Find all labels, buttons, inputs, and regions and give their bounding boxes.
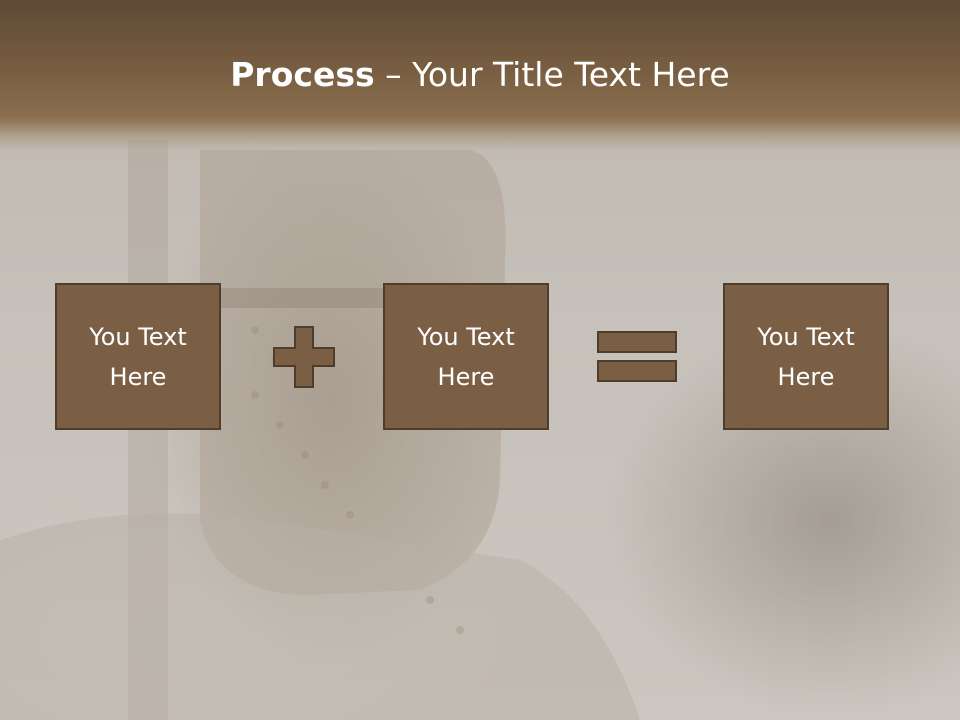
- process-box-1: You Text Here: [55, 283, 221, 430]
- title-bold-part: Process: [230, 55, 375, 94]
- process-box-2: You Text Here: [383, 283, 549, 430]
- title-rest-part: – Your Title Text Here: [374, 55, 730, 94]
- process-box-3-label: You Text Here: [757, 322, 855, 391]
- plus-icon: [273, 326, 335, 388]
- process-box-2-label: You Text Here: [417, 322, 515, 391]
- title-banner: [0, 0, 960, 150]
- slide-title: Process – Your Title Text Here: [0, 52, 960, 98]
- equals-icon: [597, 331, 677, 382]
- process-box-1-label: You Text Here: [89, 322, 187, 391]
- process-box-3: You Text Here: [723, 283, 889, 430]
